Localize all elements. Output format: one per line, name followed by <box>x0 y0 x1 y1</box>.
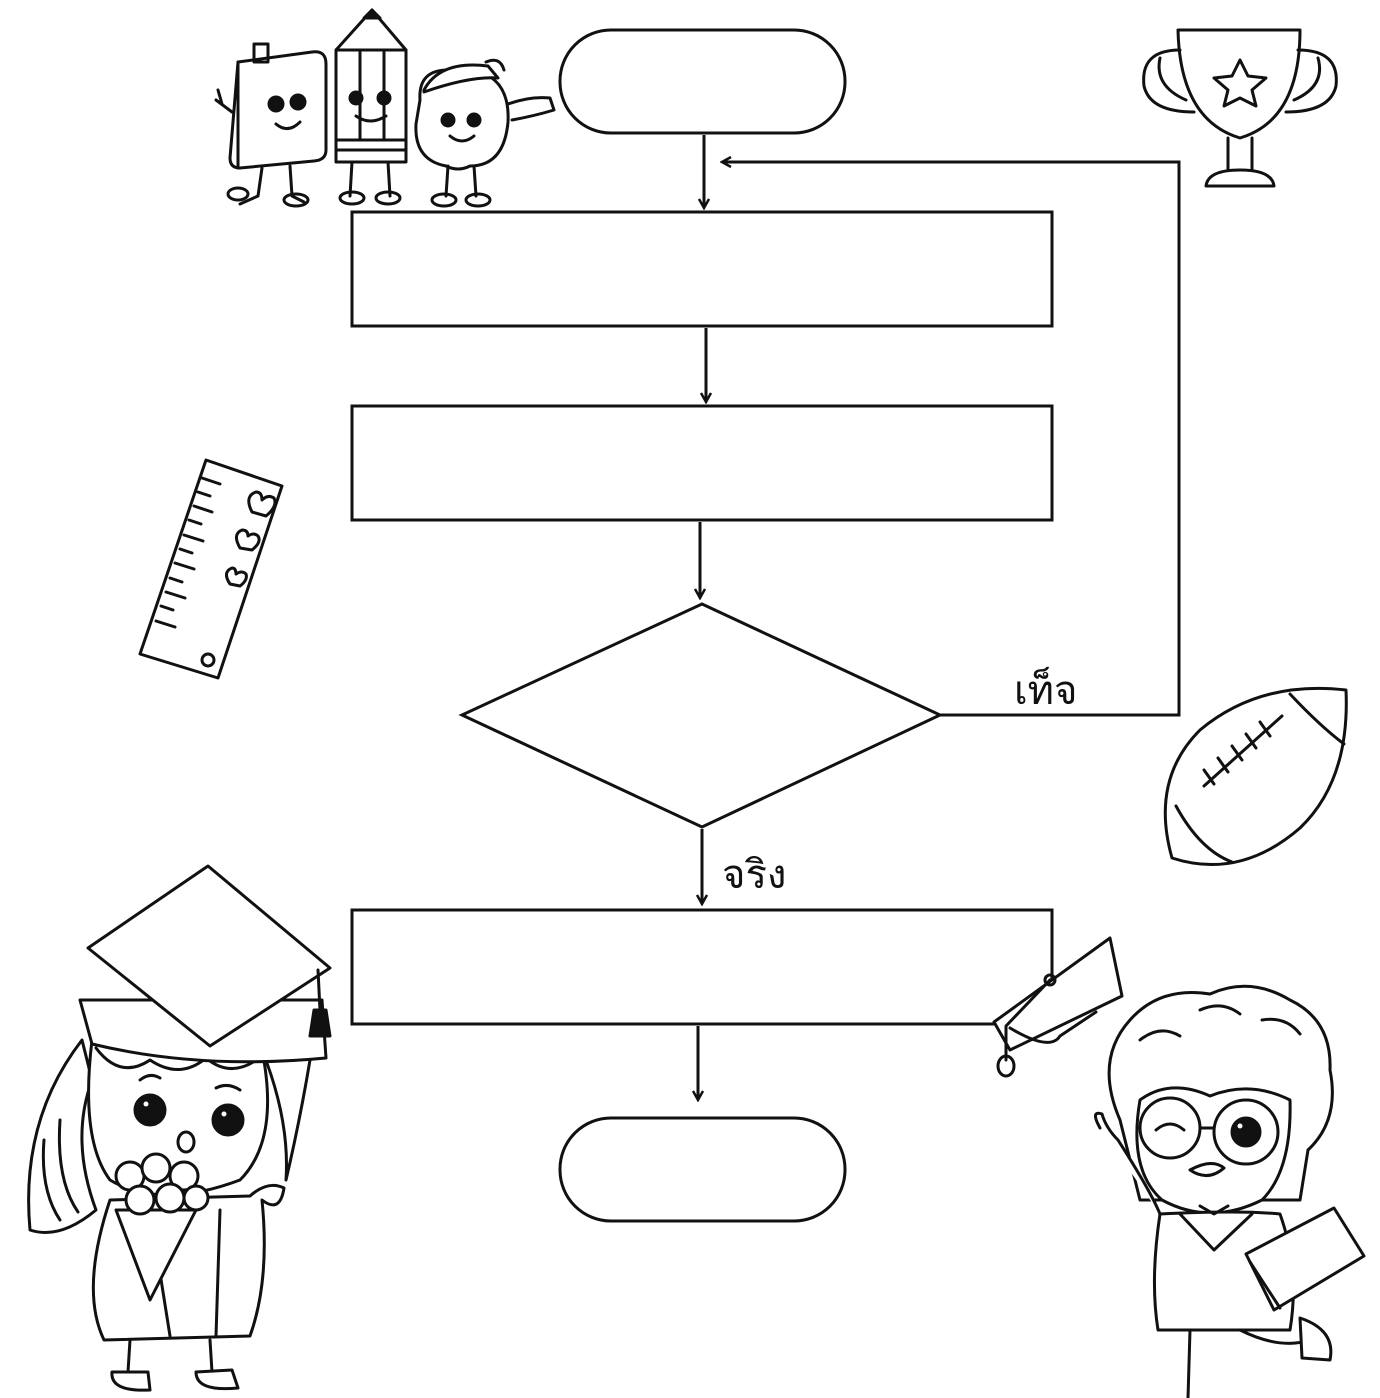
book-pencil-apple-characters-icon <box>214 8 556 208</box>
arrow-false-loop <box>722 162 1181 717</box>
ruler-icon <box>138 458 284 680</box>
end-terminal <box>558 1116 847 1223</box>
false-label: เท็จ <box>1014 666 1077 714</box>
graduation-cap-icon <box>992 936 1124 1078</box>
decision-diamond <box>458 602 944 829</box>
trophy-icon <box>1142 28 1338 188</box>
graduation-girl-icon <box>27 864 332 1392</box>
true-label: จริง <box>722 852 786 898</box>
start-terminal <box>558 28 847 135</box>
process-box-3 <box>350 908 1054 1026</box>
process-box-2 <box>350 404 1054 522</box>
process-box-1 <box>350 210 1054 328</box>
football-icon <box>1163 686 1348 867</box>
graduation-boy-icon <box>1094 984 1366 1398</box>
